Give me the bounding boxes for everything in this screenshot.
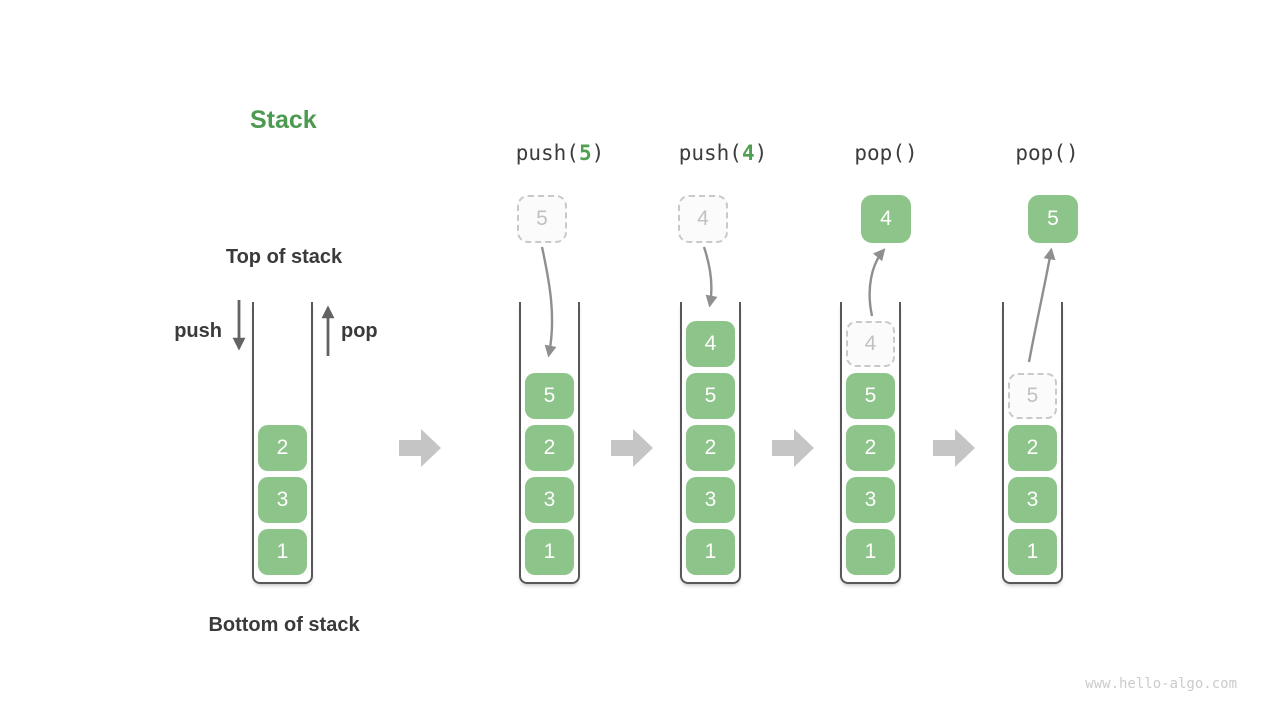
stack-box: 2 [525, 425, 574, 471]
stack-container: 4 5 2 3 1 [680, 302, 741, 584]
transition-arrow-icon [611, 429, 653, 467]
stack-container: 2 3 1 [252, 302, 313, 584]
top-of-stack-label: Top of stack [225, 246, 343, 268]
stack-box: 2 [1008, 425, 1057, 471]
push-curve-arrow-icon [540, 246, 557, 358]
op-header-push-4: push(4) [623, 141, 823, 165]
op-header-pop: pop() [947, 141, 1147, 165]
op-arg-text: 5 [578, 141, 592, 165]
stack-box: 4 [686, 321, 735, 367]
popped-value-box: 5 [1028, 195, 1078, 243]
op-header-push-5: push(5) [460, 141, 660, 165]
op-fn-text: pop() [854, 141, 918, 165]
op-arg-text: 4 [741, 141, 755, 165]
stack-box: 1 [525, 529, 574, 575]
incoming-value-box: 4 [678, 195, 728, 243]
stack-box: 1 [1008, 529, 1057, 575]
op-header-pop: pop() [786, 141, 986, 165]
ghost-box: 5 [1008, 373, 1057, 419]
ghost-box: 4 [846, 321, 895, 367]
push-down-arrow-icon [232, 300, 246, 351]
stack-box: 5 [846, 373, 895, 419]
bottom-of-stack-label: Bottom of stack [208, 614, 360, 636]
op-fn-text: pop() [1015, 141, 1079, 165]
stack-container: 5 2 3 1 [1002, 302, 1063, 584]
push-curve-arrow-icon [702, 246, 718, 308]
stack-box: 3 [1008, 477, 1057, 523]
pop-label: pop [341, 320, 378, 342]
pop-curve-arrow-icon [1027, 247, 1056, 363]
stack-box: 2 [846, 425, 895, 471]
stack-box: 2 [686, 425, 735, 471]
stack-box: 3 [525, 477, 574, 523]
transition-arrow-icon [933, 429, 975, 467]
stack-box: 3 [258, 477, 307, 523]
stack-box: 1 [686, 529, 735, 575]
pop-curve-arrow-icon [868, 248, 886, 317]
stack-container: 4 5 2 3 1 [840, 302, 901, 584]
op-fn-text: push( [678, 141, 742, 165]
op-fn-text: ) [754, 141, 768, 165]
diagram-title: Stack [250, 106, 317, 134]
stack-box: 1 [258, 529, 307, 575]
stack-box: 5 [525, 373, 574, 419]
op-fn-text: ) [591, 141, 605, 165]
stack-box: 3 [846, 477, 895, 523]
transition-arrow-icon [772, 429, 814, 467]
watermark: www.hello-algo.com [1085, 676, 1237, 692]
transition-arrow-icon [399, 429, 441, 467]
pop-up-arrow-icon [321, 305, 335, 356]
popped-value-box: 4 [861, 195, 911, 243]
stack-box: 1 [846, 529, 895, 575]
stack-box: 5 [686, 373, 735, 419]
push-label: push [174, 320, 222, 342]
stack-box: 3 [686, 477, 735, 523]
stack-box: 2 [258, 425, 307, 471]
op-fn-text: push( [515, 141, 579, 165]
incoming-value-box: 5 [517, 195, 567, 243]
stack-container: 5 2 3 1 [519, 302, 580, 584]
